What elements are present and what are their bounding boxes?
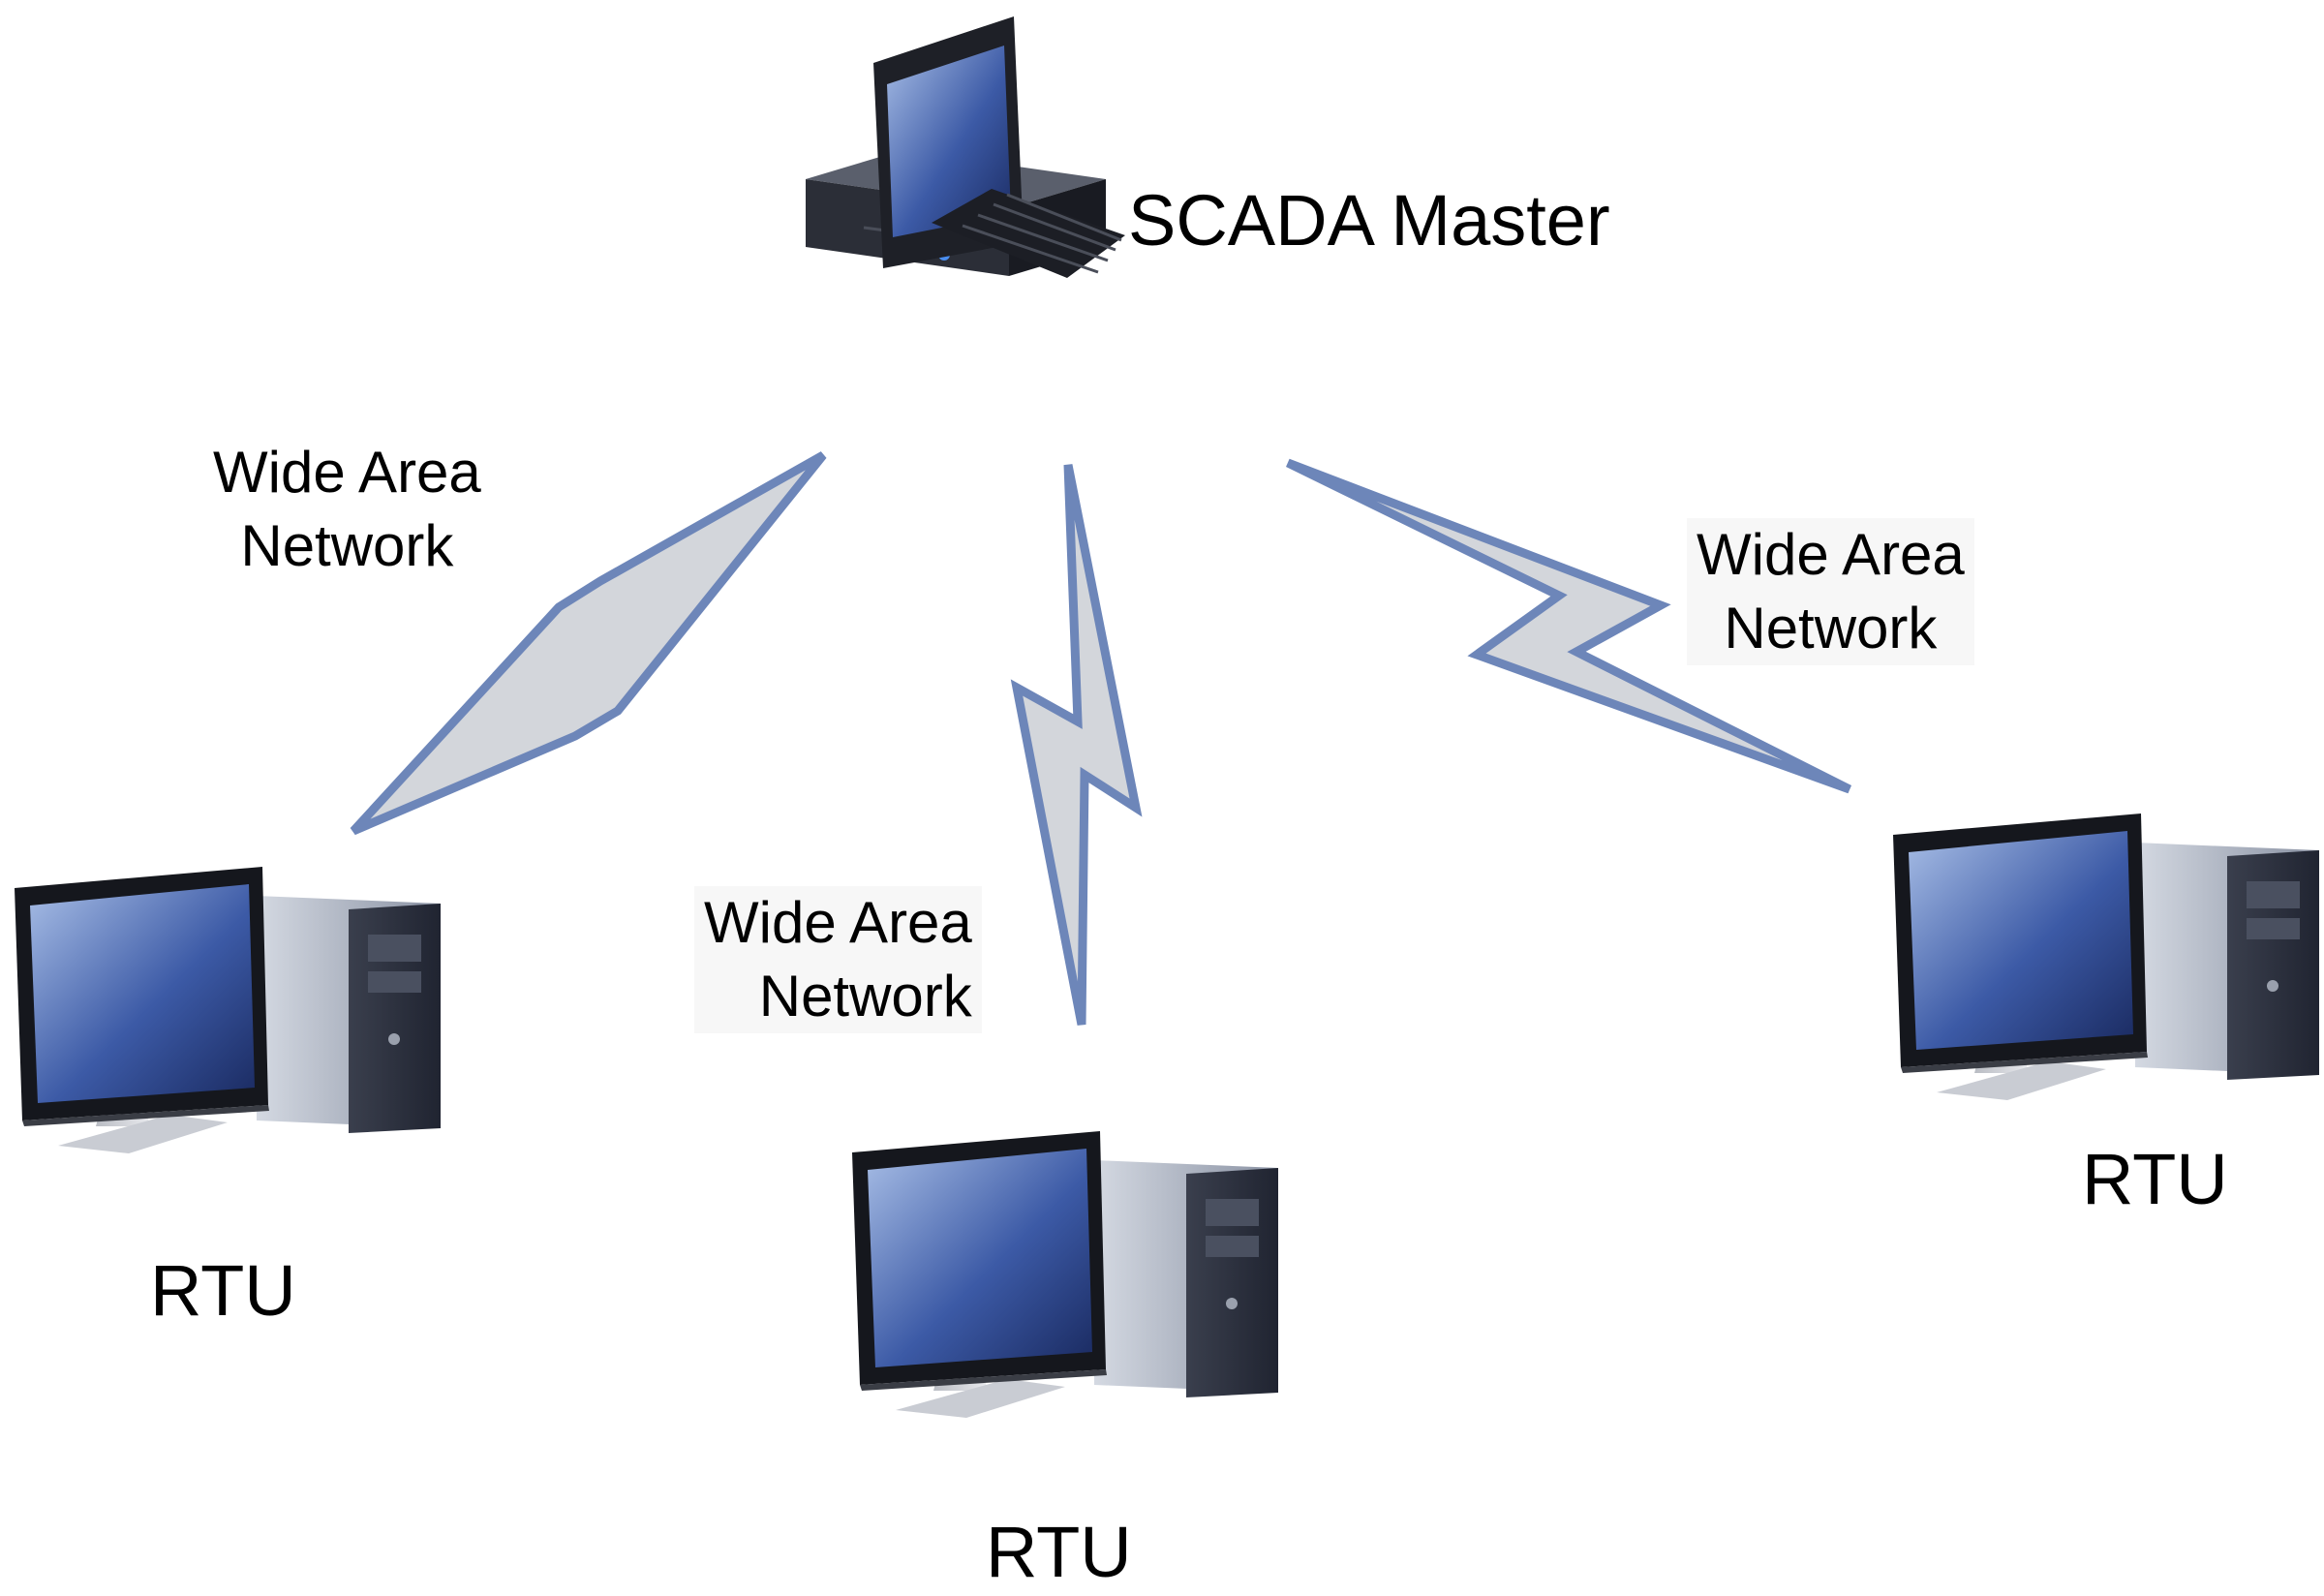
monitor-and-tower-icon [15,867,441,1153]
wan-link-left [350,451,827,836]
wan-label-line2: Network [1724,596,1938,660]
lightning-link-icon [1010,464,1143,1026]
wan-label-line1: Wide Area [704,890,972,955]
wan-label-left: Wide Area Network [203,436,491,583]
rtu-label-center: RTU [986,1512,1132,1592]
wan-label-center: Wide Area Network [694,886,982,1033]
wan-link-center [1010,464,1143,1026]
wan-label-line1: Wide Area [1697,522,1965,587]
desktop-computer-with-keyboard-icon [804,15,1127,280]
rtu-label-left: RTU [150,1250,296,1331]
wan-link-right [1286,458,1852,794]
wan-label-line2: Network [240,513,454,578]
scada-master-label: SCADA Master [1128,180,1610,261]
wan-label-line1: Wide Area [213,440,481,505]
wan-label-line2: Network [758,964,972,1028]
lightning-link-icon [1286,458,1852,794]
monitor-and-tower-icon [1893,813,2319,1100]
lightning-link-icon [350,451,827,836]
monitor-and-tower-icon [852,1131,1278,1418]
rtu-label-right: RTU [2082,1139,2228,1219]
wan-label-right: Wide Area Network [1687,518,1974,665]
